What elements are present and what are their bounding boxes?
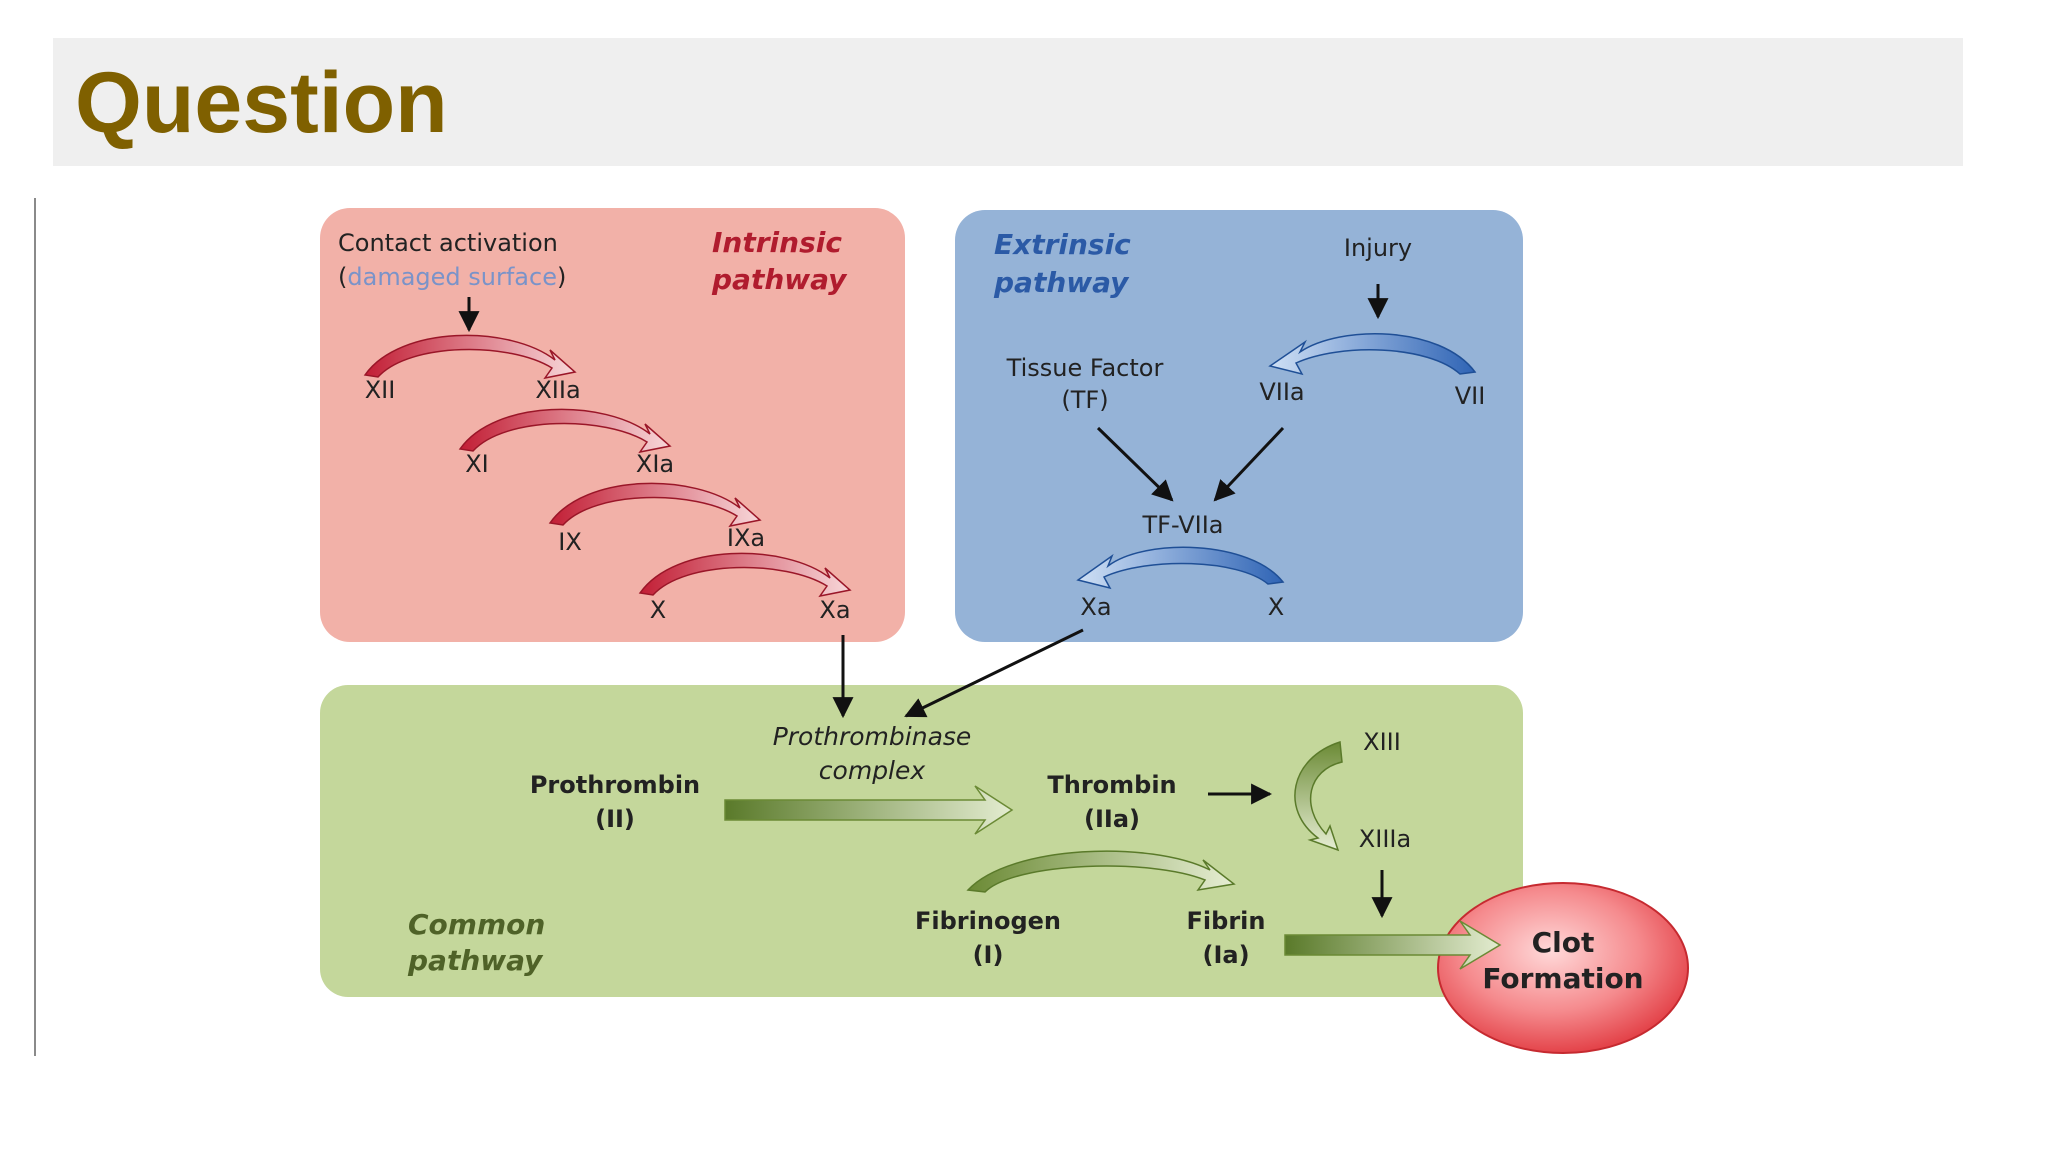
side-rule bbox=[34, 198, 36, 1056]
clot-formation-circle bbox=[1437, 882, 1689, 1054]
factor-x-label: X bbox=[650, 596, 666, 624]
factor-xia-label: XIa bbox=[636, 450, 674, 478]
intrinsic-title-line1: Intrinsic bbox=[712, 226, 842, 259]
factor-xiii-label: XIII bbox=[1363, 728, 1401, 756]
thrombin-line2: (IIa) bbox=[1084, 805, 1140, 833]
factor-xi-label: XI bbox=[465, 450, 489, 478]
thrombin-line1: Thrombin bbox=[1047, 771, 1176, 799]
slide-title: Question bbox=[75, 55, 448, 151]
tf-to-complex-arrow bbox=[1096, 426, 1174, 502]
intrinsic-arc-x bbox=[638, 552, 852, 598]
factor-xii-label: XII bbox=[365, 376, 396, 404]
damaged-surface-text: damaged surface bbox=[347, 263, 557, 291]
intrinsic-arc-xi bbox=[458, 408, 672, 454]
clot-line1: Clot bbox=[1532, 926, 1595, 959]
intrinsic-trigger-line1: Contact activation bbox=[338, 229, 558, 257]
intrinsic-arc-xii bbox=[363, 334, 577, 380]
intrinsic-title-line2: pathway bbox=[711, 263, 848, 296]
fibrin-line2: (Ia) bbox=[1202, 941, 1249, 969]
extrinsic-xa-label: Xa bbox=[1080, 593, 1111, 621]
xiii-curl-arrow bbox=[1294, 741, 1343, 852]
extrinsic-arc-x bbox=[1076, 546, 1285, 590]
factor-ixa-label: IXa bbox=[727, 524, 765, 552]
extrinsic-x-label: X bbox=[1268, 593, 1284, 621]
extrinsic-xa-to-prothrombinase-arrow bbox=[904, 628, 1084, 718]
viia-to-complex-arrow bbox=[1213, 426, 1285, 502]
prothrombin-line1: Prothrombin bbox=[530, 771, 700, 799]
extrinsic-arc-vii bbox=[1268, 333, 1477, 376]
common-title-line1: Common bbox=[408, 908, 545, 941]
clot-line2: Formation bbox=[1482, 962, 1643, 995]
factor-xa-label: Xa bbox=[819, 596, 850, 624]
factor-ix-label: IX bbox=[558, 528, 582, 556]
title-bar: Question bbox=[53, 38, 1963, 166]
common-panel bbox=[320, 685, 1523, 997]
factor-viia-label: VIIa bbox=[1259, 378, 1304, 406]
factor-vii-label: VII bbox=[1455, 382, 1486, 410]
fibrinogen-line1: Fibrinogen bbox=[915, 907, 1061, 935]
fibrinogen-line2: (I) bbox=[973, 941, 1004, 969]
injury-label: Injury bbox=[1344, 234, 1412, 262]
fibrin-line1: Fibrin bbox=[1187, 907, 1266, 935]
fibrin-to-clot-arrow bbox=[1284, 920, 1502, 970]
factor-xiiia-label: XIIIa bbox=[1359, 825, 1411, 853]
fibrinogen-arc-arrow bbox=[966, 850, 1236, 893]
tissue-factor-line1: Tissue Factor bbox=[1006, 354, 1164, 382]
tf-viia-label: TF-VIIa bbox=[1142, 511, 1224, 539]
factor-xiia-label: XIIa bbox=[535, 376, 580, 404]
common-title-line2: pathway bbox=[407, 944, 544, 977]
prothrombinase-line1: Prothrombinase bbox=[773, 722, 972, 751]
tissue-factor-line2: (TF) bbox=[1061, 386, 1108, 414]
intrinsic-arc-ix bbox=[548, 482, 762, 528]
prothrombin-to-thrombin-arrow bbox=[724, 785, 1014, 835]
prothrombinase-line2: complex bbox=[819, 756, 926, 785]
extrinsic-title-line1: Extrinsic bbox=[994, 228, 1131, 261]
extrinsic-title-line2: pathway bbox=[993, 266, 1130, 299]
prothrombin-line2: (II) bbox=[595, 805, 635, 833]
intrinsic-trigger-line2: (damaged surface) bbox=[338, 263, 566, 291]
